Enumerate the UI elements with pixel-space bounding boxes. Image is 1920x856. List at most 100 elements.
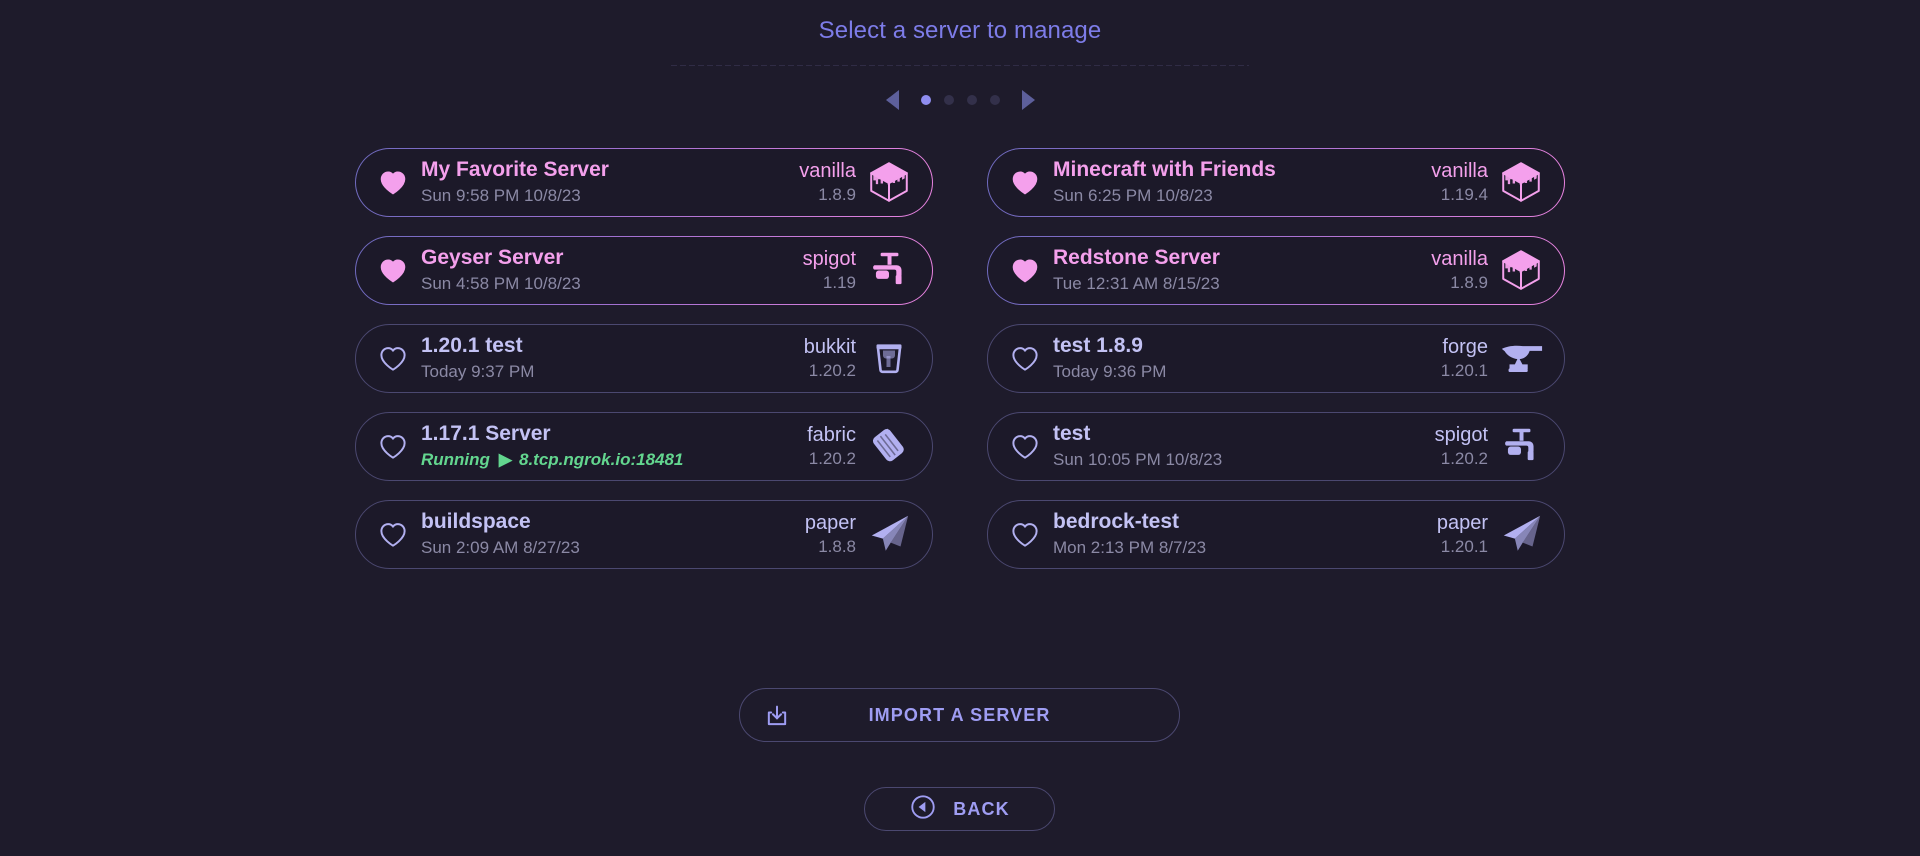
server-version: 1.8.8 — [818, 537, 856, 557]
heart-outline-icon[interactable] — [378, 432, 408, 462]
triangle-left-icon[interactable] — [885, 90, 899, 110]
spigot-faucet-icon — [1498, 423, 1544, 469]
server-version: 1.20.1 — [1440, 537, 1488, 557]
forge-anvil-icon — [1498, 335, 1544, 381]
page-navigation — [0, 89, 1920, 111]
server-last-played: Tue 12:31 AM 8/15/23 — [1053, 273, 1220, 293]
back-button[interactable]: BACK — [864, 787, 1055, 831]
server-software-name: paper — [1436, 512, 1488, 535]
server-version: 1.19 — [822, 273, 856, 293]
heart-filled-icon[interactable] — [378, 168, 408, 198]
server-name: test — [1053, 422, 1091, 446]
server-last-played: Today 9:37 PM — [421, 361, 535, 381]
heart-filled-icon[interactable] — [378, 256, 408, 286]
server-last-played: Sun 4:58 PM 10/8/23 — [421, 273, 581, 293]
heart-filled-icon[interactable] — [1010, 168, 1040, 198]
server-version: 1.20.2 — [808, 361, 856, 381]
heart-outline-icon[interactable] — [1010, 520, 1040, 550]
import-a-server-button[interactable]: IMPORT A SERVER — [739, 688, 1180, 742]
server-status-label: Running — [421, 449, 490, 469]
heart-outline-icon[interactable] — [1010, 344, 1040, 374]
spigot-faucet-icon — [866, 247, 912, 293]
triangle-right-icon[interactable] — [1021, 90, 1035, 110]
page-dot-3[interactable] — [966, 95, 977, 105]
server-name: Geyser Server — [421, 246, 564, 270]
server-last-played: Today 9:36 PM — [1053, 361, 1167, 381]
paper-plane-icon — [1498, 511, 1544, 557]
import-a-server-label: IMPORT A SERVER — [868, 704, 1051, 725]
server-name: My Favorite Server — [421, 158, 609, 182]
server-version: 1.8.9 — [1450, 273, 1488, 293]
server-software-name: vanilla — [1431, 248, 1488, 271]
server-name: 1.20.1 test — [421, 334, 523, 358]
server-name: test 1.8.9 — [1053, 334, 1143, 358]
play-triangle-icon: ▶ — [498, 449, 512, 469]
heart-outline-icon[interactable] — [378, 344, 408, 374]
page-dot-2[interactable] — [943, 95, 954, 105]
page-dot-1[interactable] — [920, 95, 931, 105]
server-software-name: bukkit — [803, 336, 856, 359]
download-tray-icon — [763, 702, 791, 735]
vanilla-grass-block-icon — [1498, 247, 1544, 293]
server-software-name: spigot — [1434, 424, 1488, 447]
server-software-name: paper — [804, 512, 856, 535]
server-last-played: Sun 2:09 AM 8/27/23 — [421, 537, 580, 557]
vanilla-grass-block-icon — [866, 159, 912, 205]
back-label: BACK — [953, 798, 1010, 819]
server-name: bedrock-test — [1053, 510, 1180, 534]
heart-outline-icon[interactable] — [1010, 432, 1040, 462]
server-status-running: Running▶8.tcp.ngrok.io:18481 — [421, 449, 795, 471]
heart-filled-icon[interactable] — [1010, 256, 1040, 286]
paper-plane-icon — [866, 511, 912, 557]
heart-outline-icon[interactable] — [378, 520, 408, 550]
server-software-name: vanilla — [1431, 160, 1488, 183]
server-last-played: Sun 10:05 PM 10/8/23 — [1053, 449, 1223, 469]
title-divider — [671, 65, 1249, 66]
circle-arrow-left-icon — [909, 793, 937, 826]
bukkit-bucket-icon — [866, 335, 912, 381]
server-version: 1.19.4 — [1440, 185, 1488, 205]
server-last-played: Sun 6:25 PM 10/8/23 — [1053, 185, 1213, 205]
page-dot-4[interactable] — [989, 95, 1000, 105]
server-software-name: vanilla — [799, 160, 856, 183]
server-last-played: Sun 9:58 PM 10/8/23 — [421, 185, 581, 205]
server-software-name: forge — [1442, 336, 1488, 359]
server-name: 1.17.1 Server — [421, 422, 551, 446]
server-version: 1.20.2 — [1440, 449, 1488, 469]
